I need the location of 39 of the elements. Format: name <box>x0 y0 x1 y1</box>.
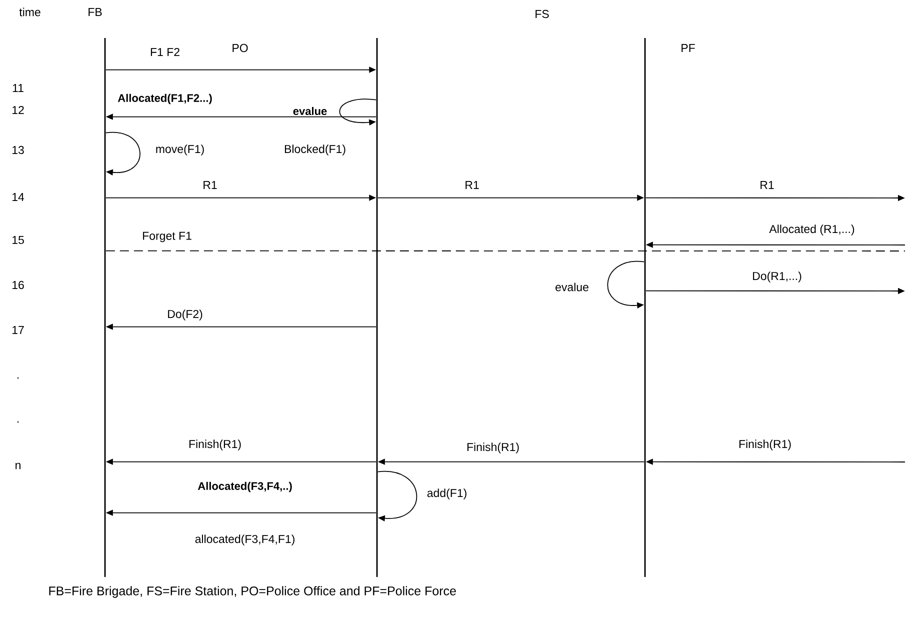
arrow <box>339 98 377 126</box>
edge-label: Finish(R1) <box>465 442 521 454</box>
label: 13 <box>12 146 24 154</box>
label: 15 <box>12 236 24 244</box>
caption: FB=Fire Brigade, FS=Fire Station, PO=Police Office and PF=Police Force <box>49 586 456 598</box>
label: n <box>16 462 20 470</box>
label: PF <box>682 44 695 52</box>
arrow <box>377 471 417 522</box>
edge-label: R1 <box>202 180 218 190</box>
edge-label: evalue <box>292 106 328 116</box>
edge-label: R1 <box>758 180 776 190</box>
label: time <box>19 8 40 16</box>
label: 16 <box>12 280 24 290</box>
edge-label: move(F1) <box>154 144 206 156</box>
edge-label: F1 F2 <box>149 46 182 57</box>
arrow <box>607 261 645 308</box>
edge-label: Forget F1 <box>141 230 193 244</box>
label: . <box>17 421 19 423</box>
label: Blocked(F1) <box>284 144 346 156</box>
edge-label: Do(F2) <box>166 308 204 322</box>
edge-label: Finish(R1) <box>188 438 243 452</box>
edge-label: Allocated(F3,F4,..) <box>196 480 294 494</box>
label: FB <box>88 8 102 16</box>
edge-label: Allocated (R1,...) <box>768 224 856 236</box>
label: . <box>17 377 19 379</box>
label: PO <box>232 44 248 52</box>
edge-label: Finish(R1) <box>737 438 793 452</box>
label: FS <box>536 10 549 18</box>
label: allocated(F3,F4,F1) <box>195 534 294 546</box>
label: 14 <box>12 193 24 201</box>
edge-label: Do(R1,...) <box>751 270 803 284</box>
label: 12 <box>12 106 24 114</box>
label: 11 <box>12 84 24 92</box>
arrow <box>105 132 140 176</box>
edge-label: R1 <box>464 180 480 190</box>
edge-label: Allocated(F1,F2...) <box>116 92 214 106</box>
label: 17 <box>12 326 24 334</box>
edge-label: evalue <box>554 282 590 292</box>
edge-label: add(F1) <box>426 488 468 500</box>
